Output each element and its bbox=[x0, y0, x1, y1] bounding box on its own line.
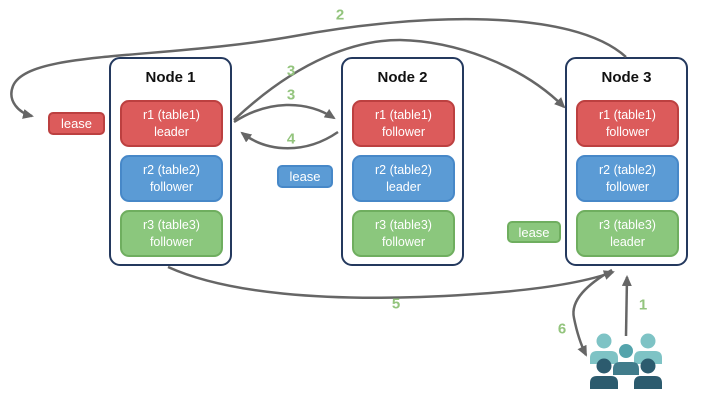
replica-role: leader bbox=[610, 234, 645, 249]
lease-badge-table3: lease bbox=[507, 221, 561, 243]
users-icon bbox=[590, 333, 662, 389]
step-label-1: 1 bbox=[638, 296, 648, 314]
arrow-step-2-node3-to-lease1 bbox=[10, 17, 627, 119]
replica-name: r2 (table2) bbox=[143, 163, 200, 177]
node-2-replica-r3: r3 (table3) follower bbox=[352, 210, 455, 257]
node-1-replica-r1: r1 (table1) leader bbox=[120, 100, 223, 147]
node-2-replica-r2: r2 (table2) leader bbox=[352, 155, 455, 202]
arrow-step-1-clients-to-node3 bbox=[621, 275, 632, 337]
replica-name: r1 (table1) bbox=[599, 108, 656, 122]
replica-name: r3 (table3) bbox=[599, 218, 656, 232]
replica-role: follower bbox=[149, 179, 194, 194]
node-3: Node 3 r1 (table1) follower r2 (table2) … bbox=[565, 57, 688, 266]
node-1-title: Node 1 bbox=[145, 69, 196, 86]
node-2-replica-r1: r1 (table1) follower bbox=[352, 100, 455, 147]
replica-name: r2 (table2) bbox=[375, 163, 432, 177]
replica-role: leader bbox=[154, 124, 189, 139]
node-2: Node 2 r1 (table1) follower r2 (table2) … bbox=[341, 57, 464, 266]
arrow-step-3-leader-to-node2 bbox=[233, 103, 336, 124]
step-label-5: 5 bbox=[391, 295, 401, 313]
step-label-3a: 3 bbox=[286, 62, 296, 80]
replica-role: leader bbox=[386, 179, 421, 194]
node-1-replica-r2: r2 (table2) follower bbox=[120, 155, 223, 202]
node-3-replica-r1: r1 (table1) follower bbox=[576, 100, 679, 147]
node-3-title: Node 3 bbox=[601, 69, 652, 86]
step-label-3b: 3 bbox=[286, 86, 296, 104]
node-1: Node 1 r1 (table1) leader r2 (table2) fo… bbox=[109, 57, 232, 266]
replica-name: r3 (table3) bbox=[143, 218, 200, 232]
step-label-2: 2 bbox=[335, 6, 345, 24]
replica-role: follower bbox=[381, 124, 426, 139]
replica-name: r1 (table1) bbox=[375, 108, 432, 122]
replica-name: r3 (table3) bbox=[375, 218, 432, 232]
arrow-step-5-node1-to-node3 bbox=[167, 265, 615, 300]
node-1-replica-r3: r3 (table3) follower bbox=[120, 210, 223, 257]
replica-name: r2 (table2) bbox=[599, 163, 656, 177]
replica-role: follower bbox=[605, 124, 650, 139]
node-3-replica-r3: r3 (table3) leader bbox=[576, 210, 679, 257]
replica-role: follower bbox=[149, 234, 194, 249]
lease-badge-table2: lease bbox=[277, 165, 333, 188]
replica-name: r1 (table1) bbox=[143, 108, 200, 122]
replica-role: follower bbox=[381, 234, 426, 249]
step-label-4: 4 bbox=[286, 130, 296, 148]
node-3-replica-r2: r2 (table2) follower bbox=[576, 155, 679, 202]
step-label-6: 6 bbox=[557, 320, 567, 338]
node-2-title: Node 2 bbox=[377, 69, 428, 86]
lease-badge-table1: lease bbox=[48, 112, 105, 135]
replica-role: follower bbox=[605, 179, 650, 194]
